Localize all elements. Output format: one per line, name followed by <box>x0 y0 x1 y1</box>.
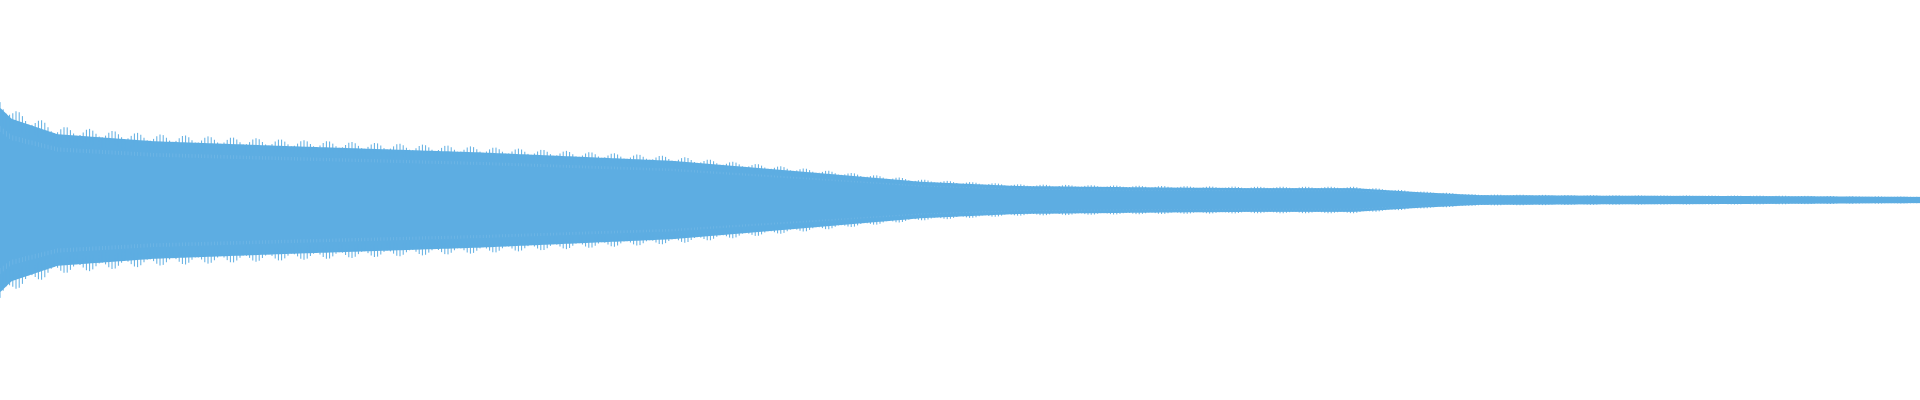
waveform-texture <box>0 126 1918 274</box>
waveform-edge-detail <box>0 102 1918 298</box>
waveform-body <box>0 107 1920 293</box>
